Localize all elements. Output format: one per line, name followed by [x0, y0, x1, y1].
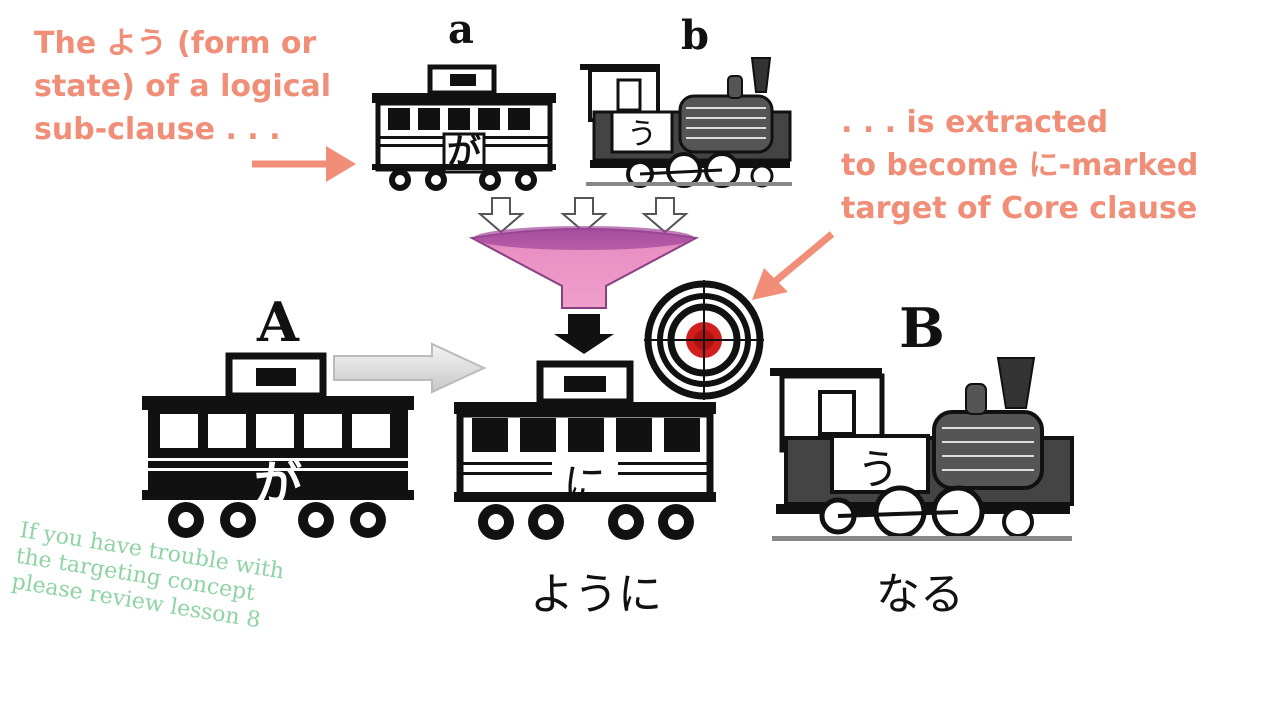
annotation-right-line: . . . is extracted [841, 105, 1109, 140]
funnel-output-arrow [554, 314, 614, 354]
annotation-left: The よう (form or state) of a logical sub-… [34, 22, 331, 151]
grey-arrow [333, 342, 487, 394]
label-small-car: a [448, 6, 474, 53]
word-youni: ように [530, 569, 662, 620]
small-car-kana: が [447, 132, 481, 172]
small-train-car [372, 64, 556, 191]
pointer-arrow-left [252, 146, 356, 182]
big-engine-kana: う [857, 445, 899, 494]
label-big-engine: B [899, 296, 945, 360]
annotation-right-line: target of Core clause [841, 191, 1198, 226]
annotation-left-line: sub-clause . . . [34, 112, 281, 147]
word-naru: なる [876, 569, 964, 620]
annotation-left-line: The よう (form or [34, 26, 317, 61]
middle-car-kana: に [563, 460, 607, 511]
annotation-left-line: state) of a logical [34, 69, 332, 104]
target-icon [644, 280, 764, 400]
label-big-car: A [257, 290, 299, 354]
small-engine-kana: う [627, 117, 657, 152]
big-car-kana: が [254, 456, 302, 512]
big-steam-engine [770, 357, 1074, 541]
middle-train-car [454, 360, 716, 540]
small-steam-engine [580, 57, 792, 188]
down-arrows [477, 197, 689, 234]
funnel [468, 226, 700, 309]
annotation-right: . . . is extracted to become に-marked ta… [841, 101, 1198, 230]
label-small-engine: b [681, 12, 709, 59]
annotation-right-line: to become に-marked [841, 148, 1199, 183]
big-train-car [142, 352, 414, 538]
pointer-arrow-right [752, 231, 835, 300]
